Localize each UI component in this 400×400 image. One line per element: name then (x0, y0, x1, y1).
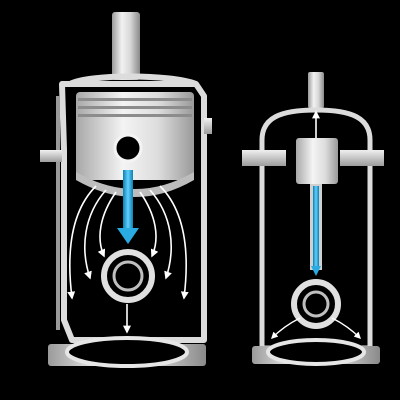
guide-crossbar (242, 150, 286, 166)
large-piston-assembly (40, 12, 212, 368)
small-cylinder-frame (259, 107, 373, 351)
small-piston-block (296, 138, 338, 184)
left-side-port (40, 150, 62, 162)
pressure-arrows (67, 185, 189, 334)
large-piston-head (76, 92, 194, 197)
small-crank-ring (291, 279, 341, 329)
small-piston-assembly (242, 72, 384, 366)
small-pressure-arrows (271, 317, 361, 339)
right-side-fitting (204, 118, 212, 134)
large-crank-ring (101, 249, 155, 303)
large-piston-shaft (112, 12, 140, 80)
small-connecting-rod (310, 184, 322, 276)
large-base-flange (48, 336, 206, 368)
small-piston-shaft (308, 72, 324, 108)
small-base-flange (252, 338, 380, 366)
large-pin-hole (113, 133, 143, 163)
large-connecting-rod (117, 170, 139, 244)
